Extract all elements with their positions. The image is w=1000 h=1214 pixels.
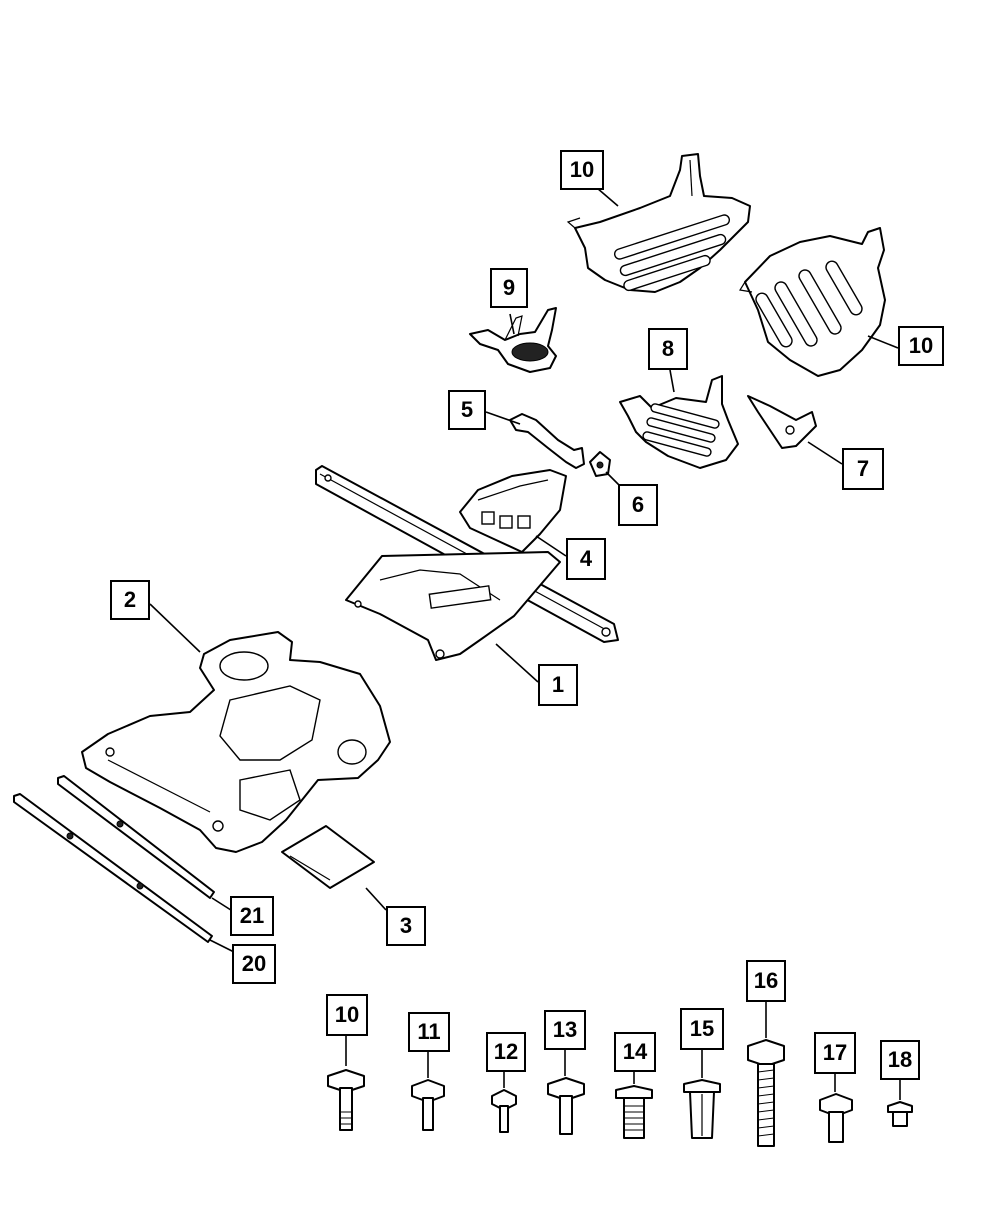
fastener-11 <box>327 1069 365 1131</box>
fastener-13 <box>491 1089 517 1133</box>
part-21-rail <box>57 775 215 899</box>
callout-10-upper: 10 <box>560 150 604 190</box>
fastener-16 <box>683 1079 721 1139</box>
fastener-19 <box>887 1101 913 1127</box>
leader-lines <box>149 187 901 1100</box>
callout-21: 21 <box>230 896 274 936</box>
callout-19: 18 <box>880 1040 920 1080</box>
fastener-12 <box>411 1079 445 1131</box>
callout-15: 14 <box>614 1032 656 1072</box>
callout-16: 15 <box>680 1008 724 1050</box>
part-4-bracket <box>459 469 567 553</box>
part-9-bracket <box>469 307 557 373</box>
callout-7: 7 <box>842 448 884 490</box>
callout-17: 16 <box>746 960 786 1002</box>
part-5-strap <box>509 413 585 469</box>
callout-14: 13 <box>544 1010 586 1050</box>
callout-12: 11 <box>408 1012 450 1052</box>
callout-6: 6 <box>618 484 658 526</box>
part-10-skid-plate-right <box>739 227 886 377</box>
part-1-crossmember <box>315 465 619 661</box>
callout-2: 2 <box>110 580 150 620</box>
callout-4: 4 <box>566 538 606 580</box>
callout-8: 8 <box>648 328 688 370</box>
part-7-bracket <box>747 395 817 449</box>
callout-13: 12 <box>486 1032 526 1072</box>
callout-1: 1 <box>538 664 578 706</box>
part-6-clip <box>589 451 611 477</box>
part-2-skid-plate <box>81 631 391 853</box>
part-20-rail <box>13 793 213 943</box>
fastener-17 <box>747 1039 785 1147</box>
fastener-15 <box>615 1085 653 1139</box>
callout-9: 9 <box>490 268 528 308</box>
part-8-bracket-plate <box>619 375 739 469</box>
fastener-18 <box>819 1093 853 1143</box>
callout-10-right: 10 <box>898 326 944 366</box>
callout-18: 17 <box>814 1032 856 1074</box>
callout-5: 5 <box>448 390 486 430</box>
callout-11: 10 <box>326 994 368 1036</box>
fastener-14 <box>547 1077 585 1135</box>
part-3-plate <box>281 825 375 889</box>
callout-3: 3 <box>386 906 426 946</box>
part-10-skid-plate-left <box>566 153 751 293</box>
callout-20: 20 <box>232 944 276 984</box>
